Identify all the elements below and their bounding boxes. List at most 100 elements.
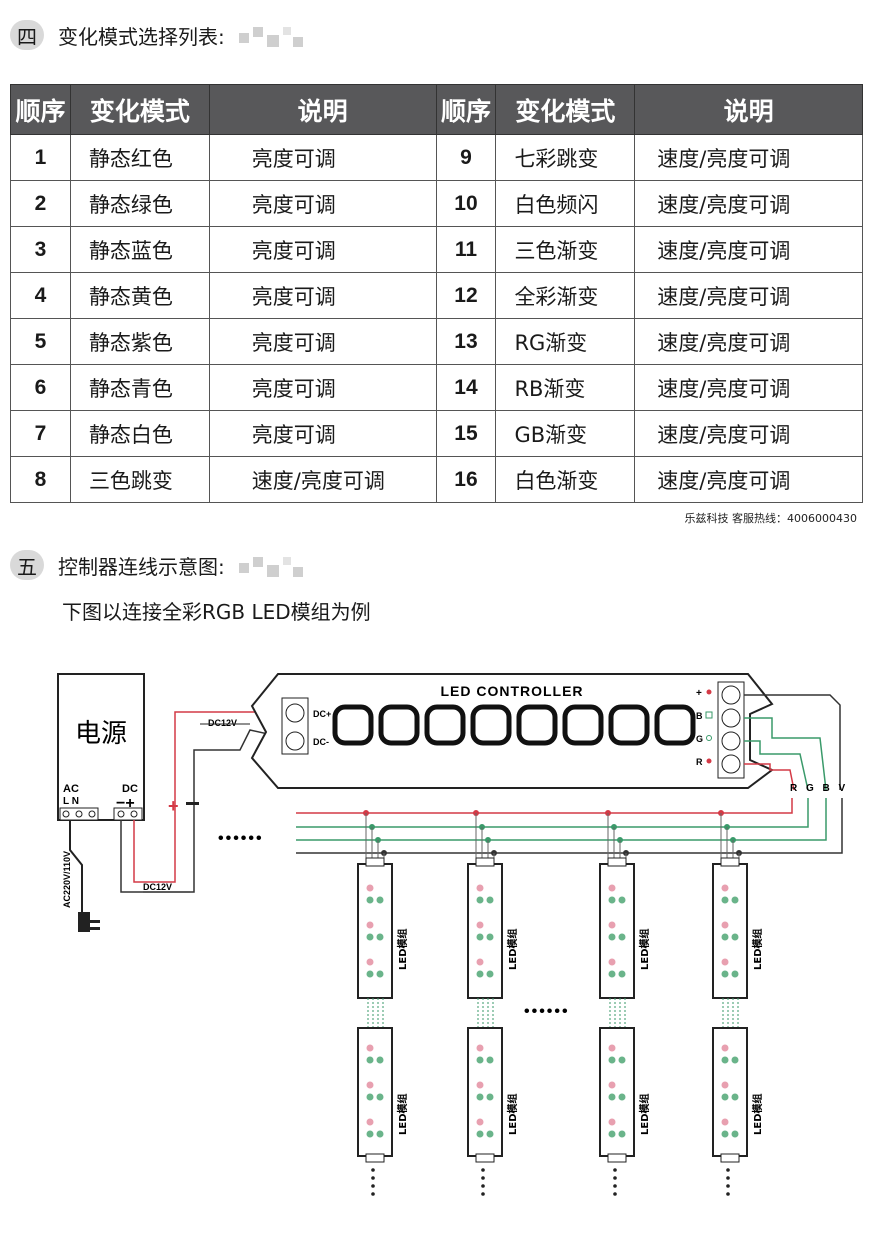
ac-label: AC: [63, 783, 79, 795]
order-cell: 3: [10, 226, 71, 273]
table-row: 5 静态紫色 亮度可调 13 RG渐变 速度/亮度可调: [10, 318, 863, 365]
order-cell: 2: [10, 180, 71, 227]
controller-buttons: [332, 704, 696, 746]
mode-cell: 静态蓝色: [69, 226, 210, 273]
dc12v-label-bottom: DC12V: [143, 882, 172, 892]
column-header: 顺序: [10, 84, 71, 135]
table-row: 7 静态白色 亮度可调 15 GB渐变 速度/亮度可调: [10, 410, 863, 457]
description-cell: 亮度可调: [208, 364, 437, 411]
mode-table: 顺序 变化模式 说明 顺序 变化模式 说明 1 静态红色 亮度可调 9 七彩跳变…: [10, 84, 863, 503]
rgbv-label: R G B V: [790, 783, 848, 794]
table-row: 3 静态蓝色 亮度可调 11 三色渐变 速度/亮度可调: [10, 226, 863, 273]
order-cell: 15: [435, 410, 497, 457]
mode-cell: 静态黄色: [69, 272, 210, 319]
description-cell: 速度/亮度可调: [634, 134, 863, 181]
mode-cell: 七彩跳变: [495, 134, 636, 181]
order-cell: 7: [10, 410, 71, 457]
mode-cell: GB渐变: [495, 410, 636, 457]
description-cell: 速度/亮度可调: [634, 318, 863, 365]
description-cell: 亮度可调: [208, 318, 437, 365]
decoration-squares: [238, 553, 309, 577]
column-header: 说明: [634, 84, 863, 135]
led-module-columns: LED模组 LED模组 LED模组 LED模组: [357, 810, 764, 1196]
mode-cell: 静态紫色: [69, 318, 210, 365]
column-header: 变化模式: [495, 84, 636, 135]
led-column: LED模组 LED模组: [357, 810, 409, 1196]
section-4-header: 四 变化模式选择列表:: [10, 18, 309, 52]
table-header-row: 顺序 变化模式 说明 顺序 变化模式 说明: [10, 84, 863, 135]
description-cell: 速度/亮度可调: [634, 180, 863, 227]
column-header: 变化模式: [69, 84, 210, 135]
mode-cell: 三色渐变: [495, 226, 636, 273]
module-label: LED模组: [396, 1093, 409, 1135]
dc-plus-label: DC+: [313, 709, 331, 719]
module-label: LED模组: [506, 928, 519, 970]
led-controller: LED CONTROLLER DC+ DC- + B G R: [250, 673, 774, 789]
description-cell: 速度/亮度可调: [634, 226, 863, 273]
description-cell: 速度/亮度可调: [634, 272, 863, 319]
order-cell: 6: [10, 364, 71, 411]
description-cell: 亮度可调: [208, 180, 437, 227]
description-cell: 亮度可调: [208, 410, 437, 457]
led-column: LED模组 LED模组: [467, 810, 519, 1196]
module-label: LED模组: [506, 1093, 519, 1135]
module-label: LED模组: [396, 928, 409, 970]
mode-cell: 静态白色: [69, 410, 210, 457]
table-row: 8 三色跳变 速度/亮度可调 16 白色渐变 速度/亮度可调: [10, 456, 863, 503]
mode-cell: 静态红色: [69, 134, 210, 181]
module-label: LED模组: [751, 928, 764, 970]
order-cell: 16: [435, 456, 497, 503]
table-row: 1 静态红色 亮度可调 9 七彩跳变 速度/亮度可调: [10, 134, 863, 181]
order-cell: 10: [435, 180, 497, 227]
wiring-diagram: 电源 AC DC L N −+ AC220V/110V DC12V DC12V …: [57, 673, 848, 1196]
table-row: 6 静态青色 亮度可调 14 RB渐变 速度/亮度可调: [10, 364, 863, 411]
order-cell: 9: [435, 134, 497, 181]
mode-cell: RG渐变: [495, 318, 636, 365]
description-cell: 亮度可调: [208, 226, 437, 273]
out-b-label: B: [696, 711, 703, 721]
order-cell: 4: [10, 272, 71, 319]
description-cell: 亮度可调: [208, 272, 437, 319]
order-cell: 14: [435, 364, 497, 411]
led-column: LED模组 LED模组: [599, 810, 651, 1196]
column-header: 说明: [208, 84, 437, 135]
module-label: LED模组: [638, 1093, 651, 1135]
module-label: LED模组: [638, 928, 651, 970]
hotline-text: 乐兹科技 客服热线：4006000430: [684, 512, 857, 525]
mode-cell: RB渐变: [495, 364, 636, 411]
section-number: 四: [10, 20, 44, 50]
description-cell: 速度/亮度可调: [208, 456, 437, 503]
continuation-dots: ••••••: [218, 830, 264, 847]
section-title: 变化模式选择列表:: [58, 24, 225, 49]
minus-sign: [186, 802, 199, 805]
section-number: 五: [10, 550, 44, 580]
mains-label: AC220V/110V: [62, 851, 72, 908]
out-r-label: R: [696, 757, 703, 767]
power-supply: 电源 AC DC L N −+: [57, 673, 145, 821]
led-column: LED模组 LED模组: [712, 810, 764, 1196]
power-label: 电源: [75, 719, 127, 749]
diagram-subtitle: 下图以连接全彩RGB LED模组为例: [62, 600, 371, 624]
description-cell: 亮度可调: [208, 134, 437, 181]
dc-minus-label: DC-: [313, 737, 329, 747]
description-cell: 速度/亮度可调: [634, 456, 863, 503]
table-row: 2 静态绿色 亮度可调 10 白色频闪 速度/亮度可调: [10, 180, 863, 227]
ln-label: L N: [63, 796, 79, 807]
column-header: 顺序: [435, 84, 497, 135]
section-title: 控制器连线示意图:: [58, 554, 225, 579]
order-cell: 13: [435, 318, 497, 365]
section-5-header: 五 控制器连线示意图:: [10, 548, 309, 582]
module-label: LED模组: [751, 1093, 764, 1135]
description-cell: 速度/亮度可调: [634, 364, 863, 411]
order-cell: 11: [435, 226, 497, 273]
mode-cell: 白色渐变: [495, 456, 636, 503]
order-cell: 12: [435, 272, 497, 319]
plus-sign: +: [168, 796, 179, 816]
order-cell: 1: [10, 134, 71, 181]
order-cell: 5: [10, 318, 71, 365]
decoration-squares: [238, 23, 309, 47]
controller-title: LED CONTROLLER: [440, 683, 583, 699]
mode-cell: 三色跳变: [69, 456, 210, 503]
mode-cell: 静态青色: [69, 364, 210, 411]
dc-label: DC: [122, 783, 138, 795]
